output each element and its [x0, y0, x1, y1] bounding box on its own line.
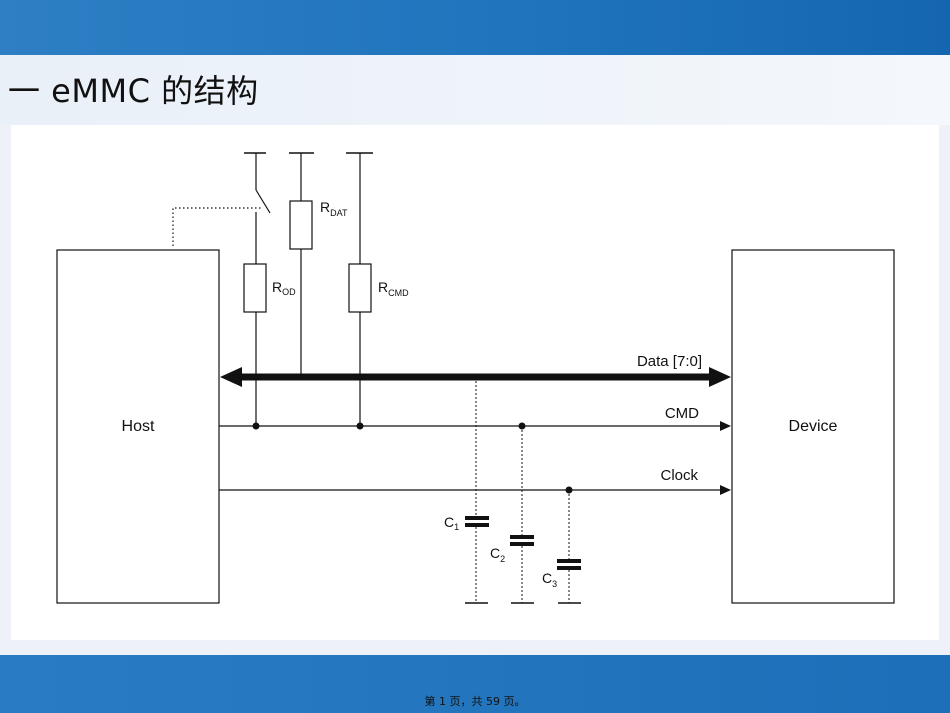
resistor-rdat-label: RDAT	[320, 199, 348, 218]
rcmd-branch	[348, 153, 372, 430]
data-bus-label: Data [7:0]	[637, 353, 702, 370]
capacitor-c2	[510, 422, 534, 604]
top-banner	[0, 0, 950, 55]
data-bus	[220, 367, 731, 387]
resistor-rcmd-label: RCMD	[378, 279, 409, 298]
pullup-switch	[255, 189, 271, 214]
capacitor-c1-label: C1	[444, 514, 459, 532]
clock-label: Clock	[660, 467, 698, 484]
resistor-rod	[243, 263, 267, 313]
device-label: Device	[789, 418, 838, 435]
cmd-label: CMD	[665, 405, 699, 422]
cmd-line	[219, 421, 731, 431]
diagram-area: Host Device Data [7:0] CMD Clock	[11, 125, 939, 640]
page-number-footer: 第 1 页，共 59 页。	[424, 695, 526, 708]
switch-control-line	[172, 207, 262, 246]
capacitor-c3	[557, 486, 581, 604]
resistor-rcmd	[348, 263, 372, 313]
clock-line	[219, 485, 731, 495]
rcmd-junction-dot	[356, 422, 364, 430]
clock-arrowhead	[720, 485, 731, 495]
resistor-rod-label: ROD	[272, 279, 296, 297]
host-label: Host	[122, 418, 155, 435]
resistor-rdat	[289, 200, 313, 250]
data-bus-right-arrowhead	[709, 367, 731, 387]
rod-branch	[243, 153, 271, 430]
capacitor-c3-label: C3	[542, 570, 557, 589]
capacitor-c1	[465, 377, 489, 604]
capacitor-c2-label: C2	[490, 545, 505, 564]
rod-junction-dot	[252, 422, 260, 430]
bottom-banner	[0, 655, 950, 713]
data-bus-left-arrowhead	[220, 367, 242, 387]
rdat-branch	[289, 153, 313, 377]
slide-title: 一 eMMC 的结构	[8, 72, 259, 110]
emmc-structure-diagram: Host Device Data [7:0] CMD Clock	[56, 152, 895, 604]
device-block	[731, 249, 895, 604]
cmd-arrowhead	[720, 421, 731, 431]
title-banner	[0, 55, 950, 125]
